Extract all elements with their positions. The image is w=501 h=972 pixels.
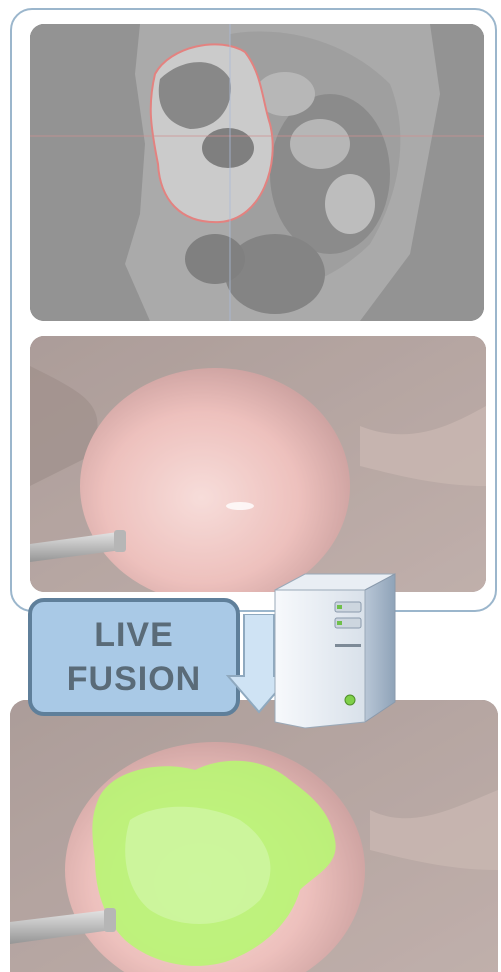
label-line-1: LIVE [94, 613, 174, 657]
endoscopic-view-image [30, 336, 486, 592]
label-line-2: FUSION [67, 657, 201, 701]
fused-fluorescence-image [10, 700, 498, 972]
live-fusion-label: LIVE FUSION [28, 598, 240, 716]
mri-slice-image [30, 24, 484, 321]
server-tower-icon [265, 572, 405, 730]
